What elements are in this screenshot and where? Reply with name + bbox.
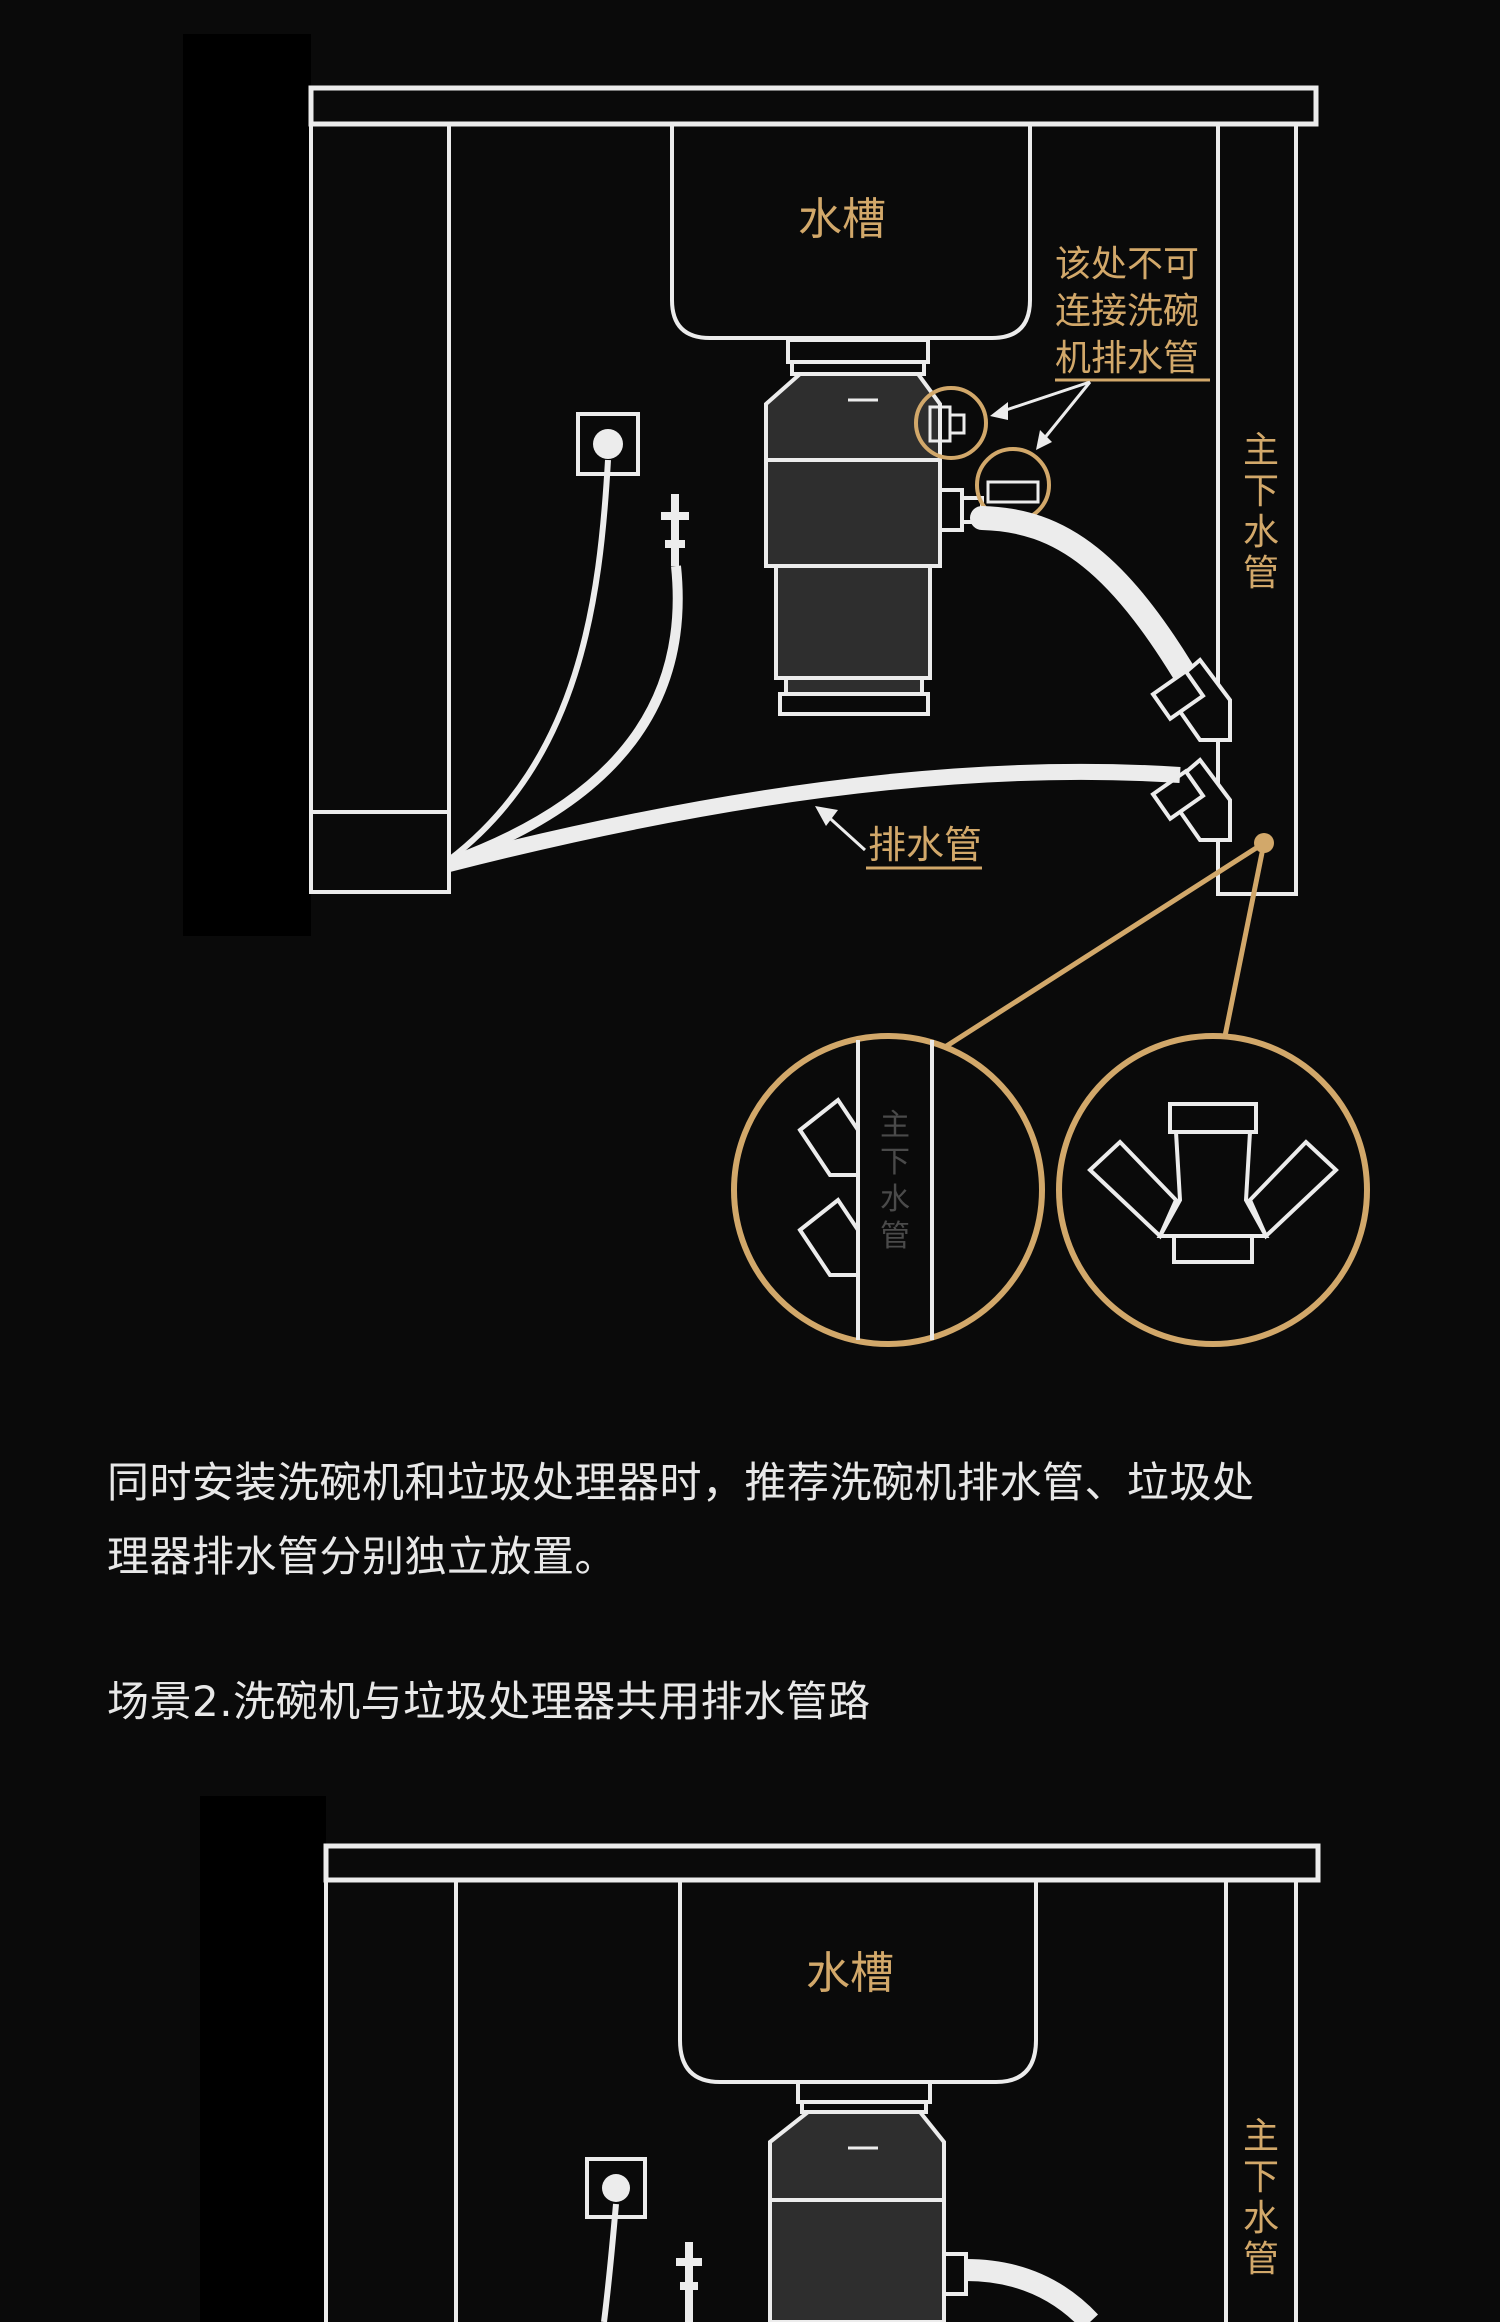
recommendation-caption: 同时安装洗碗机和垃圾处理器时，推荐洗碗机排水管、垃圾处 理器排水管分别独立放置。: [107, 1446, 1407, 1594]
disposer-drain-hose: [970, 506, 1212, 712]
inlet-hose: [447, 565, 683, 867]
cabinet-left-post-2: [324, 1878, 458, 2322]
water-inlet-valve: [661, 494, 689, 566]
water-inlet-valve-2: [676, 2242, 702, 2322]
main-drain-pipe: [1216, 122, 1298, 896]
caption-line-2: 理器排水管分别独立放置。: [107, 1532, 618, 1581]
cabinet-side-wall-2: [200, 1796, 326, 2322]
sink-label: 水槽: [798, 194, 886, 245]
cabinet-side-wall: [183, 34, 311, 936]
svg-text:下: 下: [1243, 471, 1279, 512]
zoom-circle-double-wye: [1056, 1033, 1370, 1347]
main-drain-pipe-2: [1224, 1878, 1298, 2322]
disposer-inlet-highlight: [914, 386, 988, 460]
zoom-pipe-label: 主: [880, 1108, 910, 1143]
svg-text:管: 管: [1243, 553, 1279, 594]
cabinet-left-post: [309, 122, 451, 894]
garbage-disposer: [764, 338, 984, 716]
dishwasher-drain-hose: [447, 763, 1181, 872]
svg-text:管: 管: [1243, 2239, 1279, 2280]
svg-text:水: 水: [1243, 512, 1279, 553]
svg-text:水: 水: [1243, 2198, 1279, 2239]
sink-label-2: 水槽: [806, 1948, 894, 1999]
wye-fitting-lower: [1150, 757, 1232, 842]
svg-text:水: 水: [880, 1182, 910, 1217]
svg-text:下: 下: [880, 1145, 910, 1180]
garbage-disposer-2: [768, 2080, 1099, 2322]
zoom-circle-wye-fittings: 主 下 水 管: [731, 1033, 1045, 1347]
svg-text:下: 下: [1243, 2157, 1279, 2198]
diagram-shared-drain: 主 下 水 管 水槽: [0, 1770, 1500, 2322]
countertop-2: [323, 1843, 1321, 1883]
countertop: [308, 85, 1319, 127]
wye-fitting-upper: [1150, 657, 1232, 742]
caption-line-1: 同时安装洗碗机和垃圾处理器时，推荐洗碗机排水管、垃圾处: [107, 1458, 1255, 1507]
scene-2-title: 场景2.洗碗机与垃圾处理器共用排水管路: [107, 1677, 871, 1726]
warning-label-line3: 机排水管: [1055, 338, 1199, 379]
svg-text:管: 管: [880, 1219, 910, 1254]
warning-label-line1: 该处不可: [1055, 244, 1199, 285]
warning-label-line2: 连接洗碗: [1055, 291, 1199, 332]
diagram-separate-drains: 主 下 水 管 水槽: [183, 34, 1370, 1347]
drain-pipe-label: 排水管: [868, 823, 982, 867]
svg-text:主: 主: [1243, 2116, 1279, 2157]
main-pipe-label-1: 主: [1243, 430, 1279, 471]
power-cord: [447, 459, 611, 863]
